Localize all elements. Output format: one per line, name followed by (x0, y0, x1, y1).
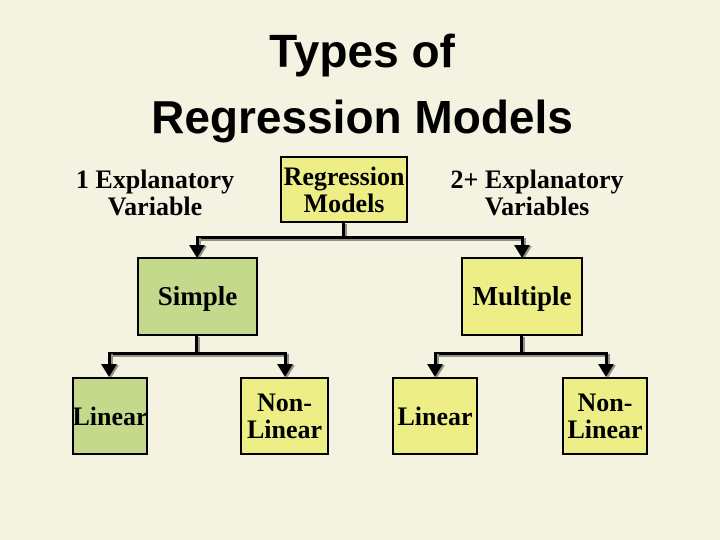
connector-line (108, 352, 287, 355)
connector-line (195, 335, 198, 354)
connector-line (342, 222, 345, 238)
right-branch-label: 2+ Explanatory Variables (450, 165, 624, 221)
arrow-down-icon (427, 364, 443, 377)
connector-line (196, 236, 524, 239)
arrow-down-icon (277, 364, 293, 377)
arrow-down-icon (514, 245, 530, 258)
arrow-down-icon (189, 245, 205, 258)
connector-line (196, 236, 199, 248)
connector-line (605, 352, 608, 365)
connector-line (108, 352, 111, 365)
connector-line (284, 352, 287, 365)
connector-line (434, 352, 608, 355)
page-title: Types of Regression Models (151, 25, 573, 143)
node-simple: Simple (137, 257, 258, 336)
connector-line (520, 335, 523, 354)
node-multiple-linear: Linear (392, 377, 478, 455)
node-simple-nonlinear: Non- Linear (240, 377, 329, 455)
connector-line (434, 352, 437, 365)
node-multiple-nonlinear: Non- Linear (562, 377, 648, 455)
node-regression-models: Regression Models (280, 156, 408, 223)
connector-line (521, 236, 524, 248)
arrow-down-icon (598, 364, 614, 377)
arrow-down-icon (101, 364, 117, 377)
node-simple-linear: Linear (72, 377, 148, 455)
node-multiple: Multiple (461, 257, 583, 336)
left-branch-label: 1 Explanatory Variable (75, 165, 235, 221)
